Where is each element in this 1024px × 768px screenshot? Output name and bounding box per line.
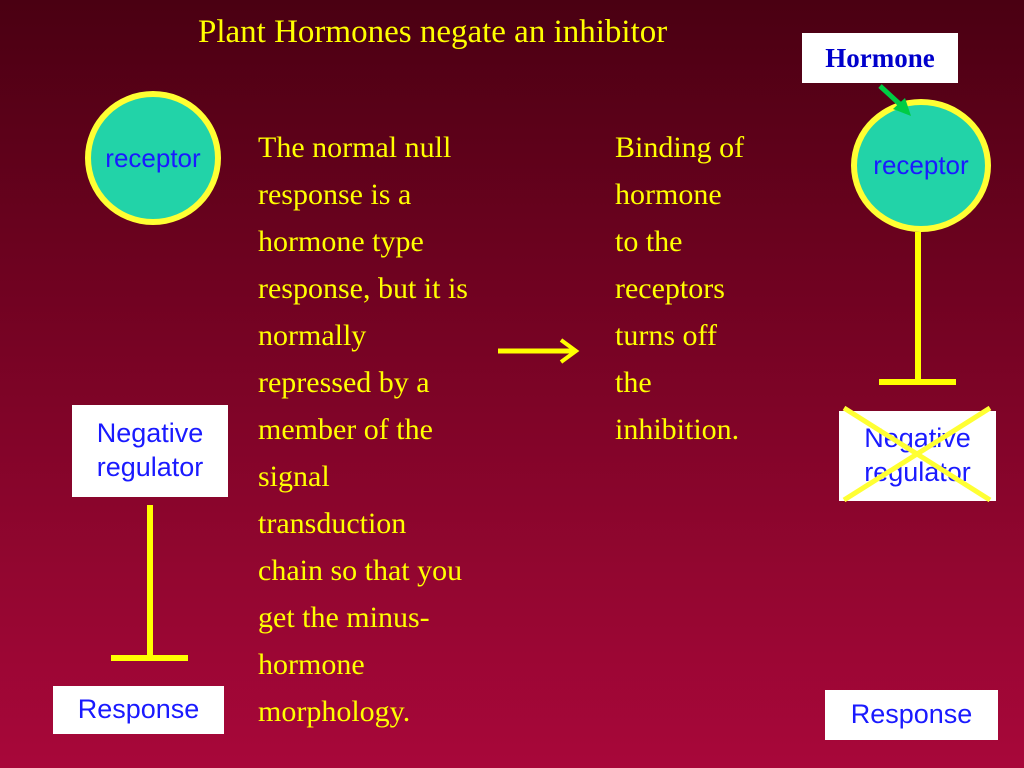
negative-regulator-right-label: Negative regulator — [864, 423, 971, 487]
transition-arrow-icon — [498, 338, 580, 364]
negative-regulator-left-label: Negative regulator — [96, 418, 204, 482]
cross-out-icon — [842, 405, 992, 503]
receptor-left-label: receptor — [105, 142, 201, 173]
hormone-label: Hormone — [802, 33, 958, 83]
negative-regulator-left: Negative regulator — [72, 405, 228, 497]
explanation-text-left: The normal null response is a hormone ty… — [258, 131, 468, 728]
explanation-text-right: Binding of hormone to the receptors turn… — [615, 131, 745, 446]
response-right-label: Response — [850, 699, 973, 730]
page-title: Plant Hormones negate an inhibitor — [198, 14, 668, 50]
receptor-left: receptor — [85, 91, 221, 225]
response-left-label: Response — [77, 694, 200, 725]
response-right: Response — [825, 690, 998, 740]
receptor-right-label: receptor — [873, 150, 969, 180]
receptor-right: receptor — [851, 99, 991, 232]
hormone-binding-arrow-icon — [878, 84, 911, 116]
response-left: Response — [53, 686, 224, 734]
